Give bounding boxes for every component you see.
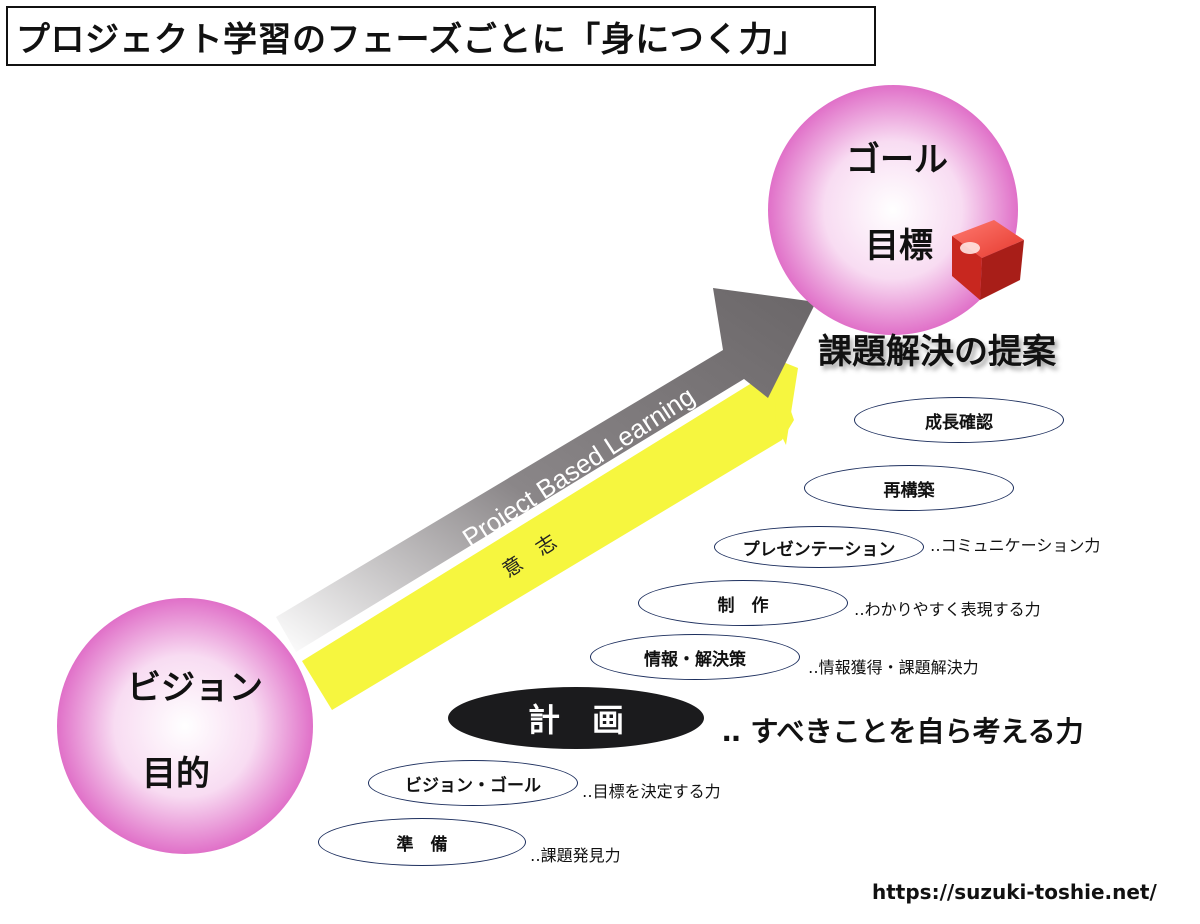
vision-sphere [57,598,313,854]
step-preparation: 準 備 [318,818,526,866]
skill-communication: ‥コミュニケーション力 [930,536,1101,555]
vision-label: ビジョン [127,668,263,708]
step-growth-check: 成長確認 [854,397,1064,443]
goal-cube-icon [952,220,1024,300]
step-vision-goal: ビジョン・ゴール [368,760,578,806]
target-label: 目標 [865,226,933,266]
skill-self-thinking: ‥ すべきことを自ら考える力 [722,715,1084,748]
site-url: https://suzuki-toshie.net/ [872,880,1157,904]
skill-goal-setting: ‥目標を決定する力 [582,782,721,801]
skill-expression: ‥わかりやすく表現する力 [854,600,1041,619]
will-arrow [302,358,798,710]
skill-problem-finding: ‥課題発見力 [530,846,621,865]
goal-label: ゴール [846,140,948,180]
step-reconstruction: 再構築 [804,465,1014,511]
pbl-arrow [276,288,816,652]
step-presentation: プレゼンテーション [714,526,924,568]
skill-information-solving: ‥情報獲得・課題解決力 [808,658,979,677]
step-planning: 計 画 [448,687,704,749]
purpose-label: 目的 [142,754,210,794]
step-production: 制 作 [638,580,848,626]
page-title: プロジェクト学習のフェーズごとに「身につく力」 [6,6,876,66]
proposal-text: 課題解決の提案 [818,332,1056,372]
step-information-solution: 情報・解決策 [590,634,800,680]
